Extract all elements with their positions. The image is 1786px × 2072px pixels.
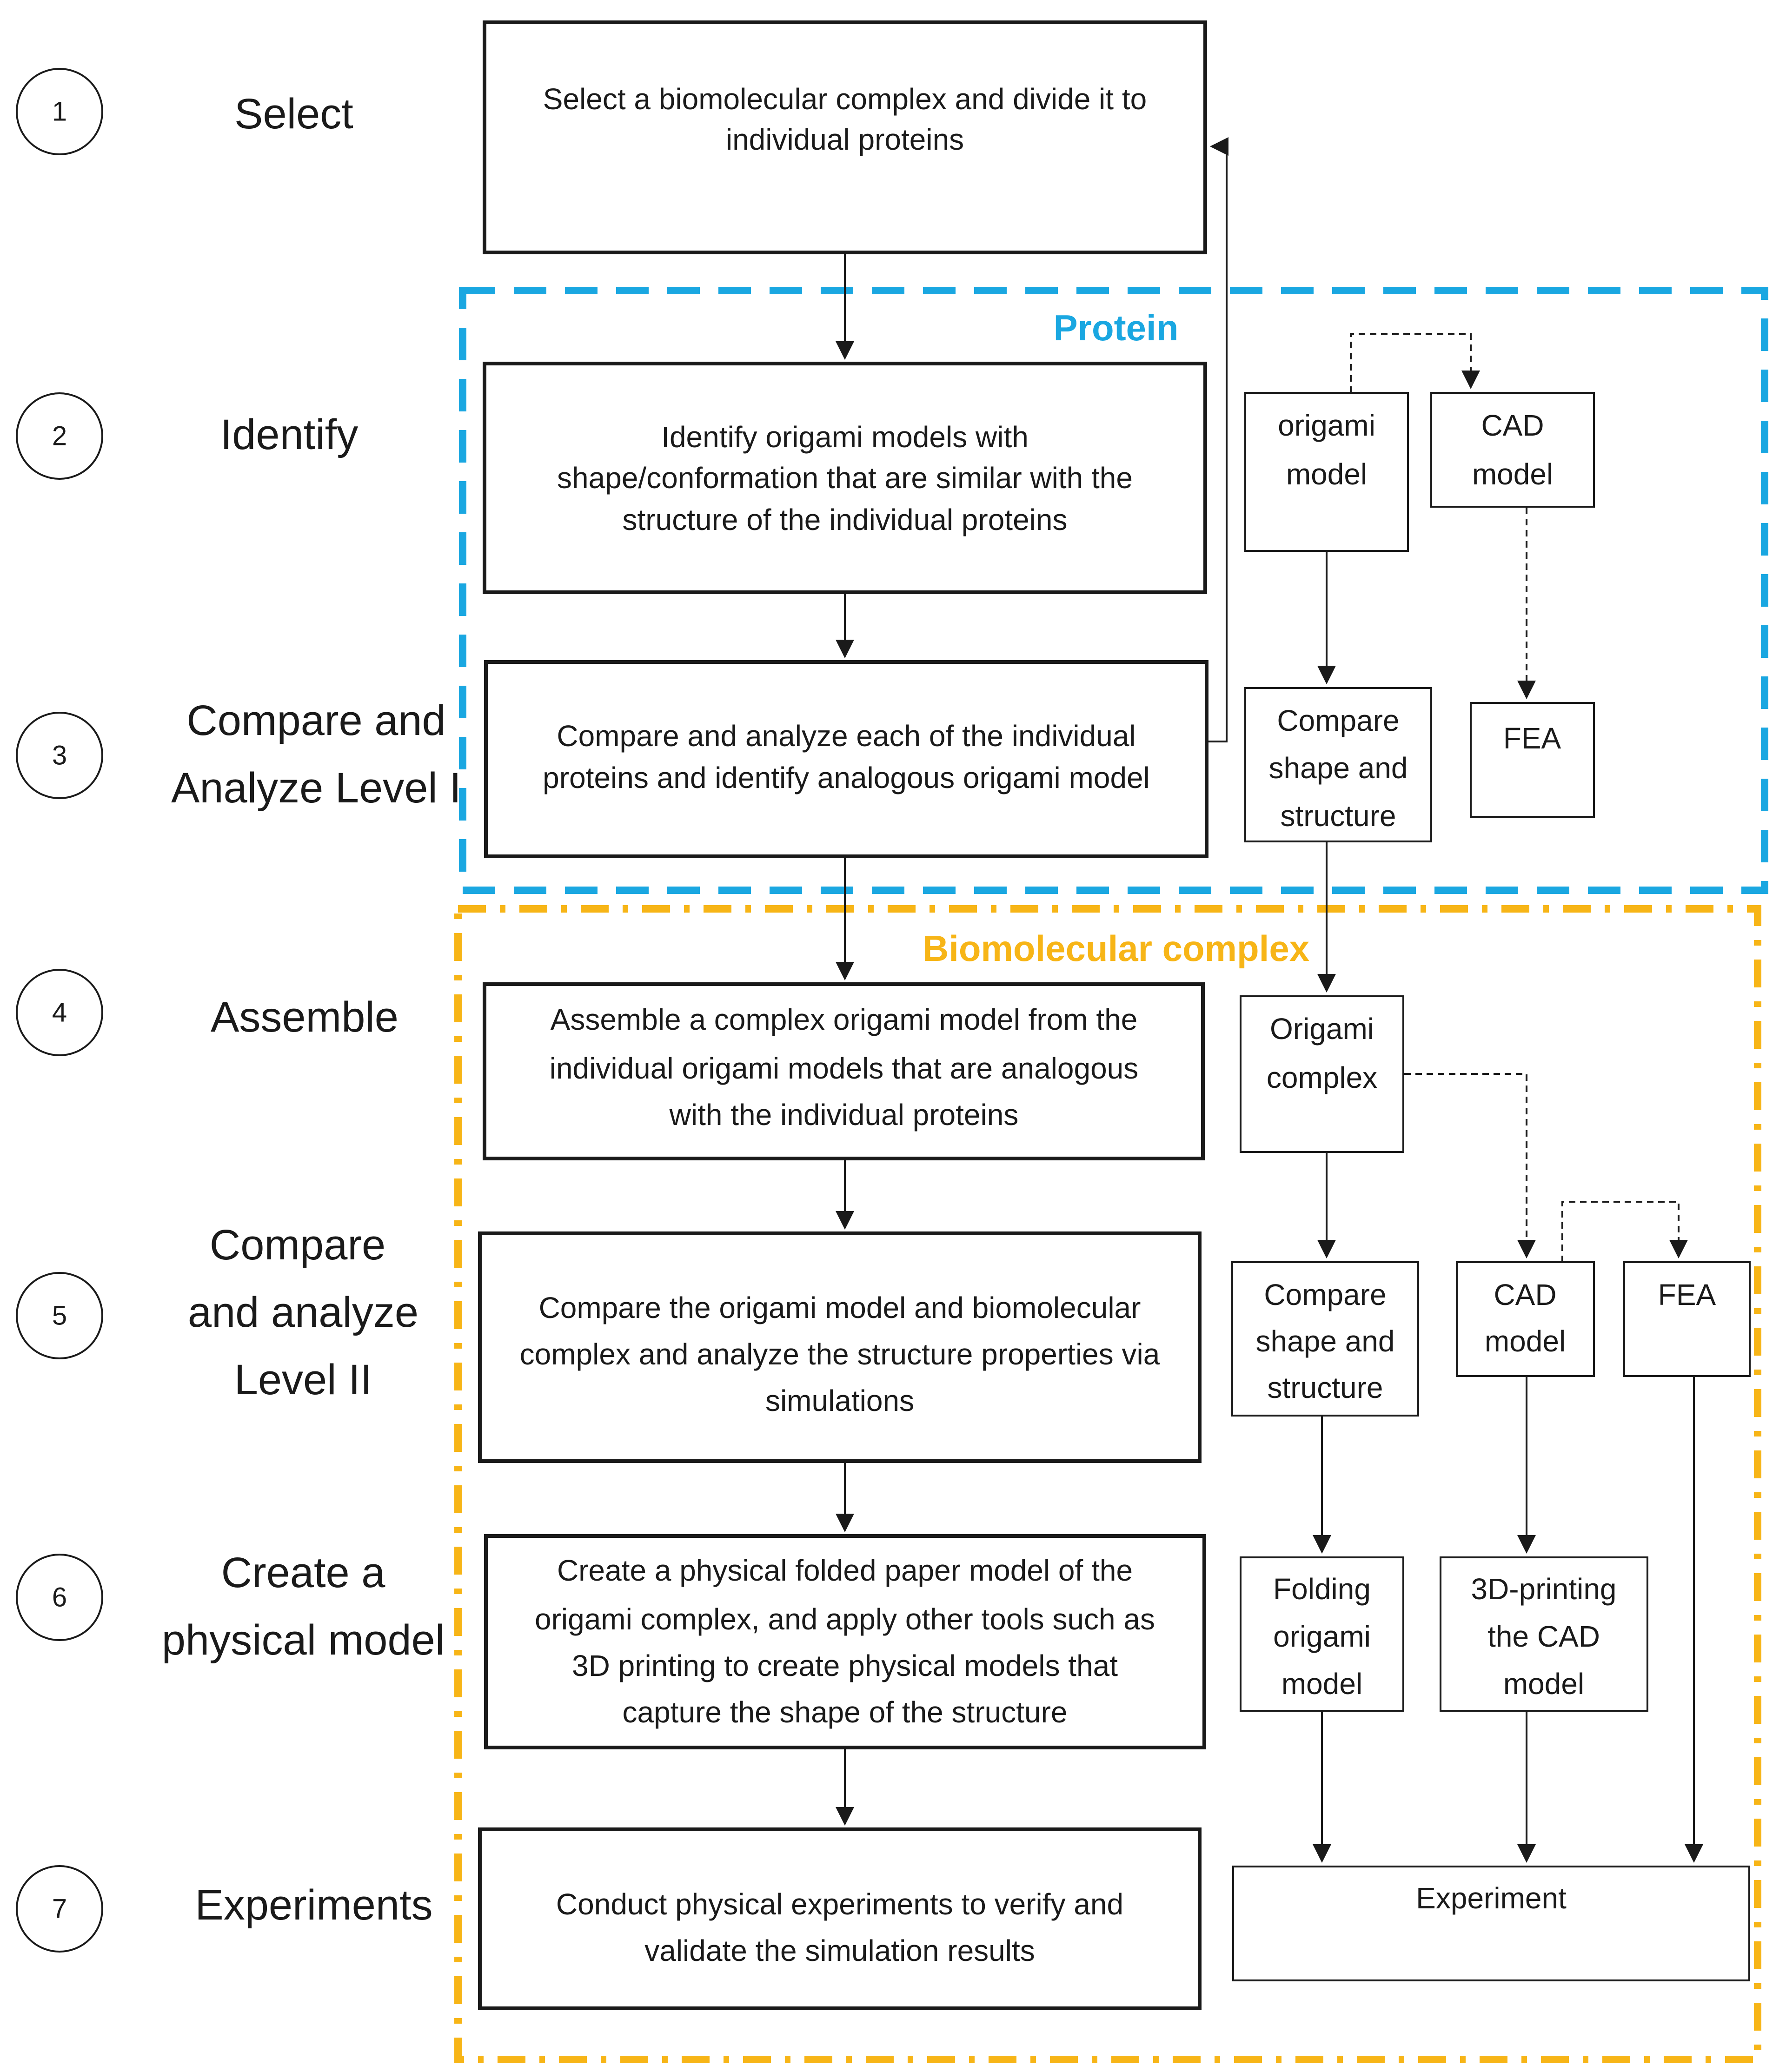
main-box-physical-model: Create a physical folded paper model of … [484,1534,1206,1749]
svg-text:model: model [1472,457,1553,491]
svg-text:model: model [1286,457,1367,491]
svg-text:CAD: CAD [1481,409,1544,442]
step-7-badge: 7 [16,1865,103,1953]
compare-shape-box-1: Compare shape and structure [1244,687,1432,842]
svg-text:2: 2 [52,421,67,451]
main-box-experiments: Conduct physical experiments to verify a… [478,1827,1202,2010]
svg-text:validate the simulation result: validate the simulation results [644,1934,1035,1967]
svg-text:Experiment: Experiment [1416,1881,1567,1915]
svg-text:the CAD: the CAD [1487,1620,1600,1653]
svg-text:shape/conformation that are si: shape/conformation that are similar with… [557,461,1133,495]
step-5-badge: 5 [16,1272,103,1359]
svg-text:FEA: FEA [1503,722,1561,755]
step-6-label-line-1: Create a [221,1549,386,1596]
main-box-assemble: Assemble a complex origami model from th… [483,982,1205,1160]
main-box-select: Select a biomolecular complex and divide… [483,20,1207,254]
svg-text:proteins and identify analogou: proteins and identify analogous origami … [543,761,1150,794]
svg-text:model: model [1485,1324,1566,1358]
svg-text:individual origami models that: individual origami models that are analo… [550,1052,1139,1085]
svg-text:origami: origami [1278,409,1375,442]
fea-box-2: FEA [1623,1261,1751,1377]
svg-text:shape and: shape and [1269,751,1408,785]
svg-text:Create a physical folded paper: Create a physical folded paper model of … [557,1554,1133,1587]
step-1-label: Select [234,90,353,138]
svg-text:6: 6 [52,1582,67,1613]
folding-origami-box: Folding origami model [1240,1556,1404,1712]
svg-text:Compare the origami model and: Compare the origami model and biomolecul… [539,1291,1141,1324]
step-6-label-line-2: physical model [162,1616,445,1664]
origami-complex-box: Origami complex [1240,995,1404,1153]
svg-text:model: model [1503,1667,1584,1701]
svg-text:simulations: simulations [765,1384,914,1417]
step-6-badge: 6 [16,1554,103,1641]
printing-cad-box: 3D-printing the CAD model [1440,1556,1648,1712]
step-3-label-line-2: Analyze Level I [171,764,461,812]
step-2-label: Identify [220,411,359,458]
main-box-compare-level-1: Compare and analyze each of the individu… [484,660,1208,858]
dashed-origami-to-cad [1350,333,1480,393]
step-5-label-line-1: Compare [210,1221,385,1269]
svg-text:Compare: Compare [1277,704,1399,737]
main-box-compare-level-2: Compare the origami model and biomolecul… [478,1231,1202,1463]
svg-text:CAD: CAD [1494,1278,1556,1311]
svg-text:3D-printing: 3D-printing [1471,1572,1616,1606]
svg-text:structure: structure [1268,1371,1383,1404]
experiment-box: Experiment [1232,1866,1750,1981]
svg-text:model: model [1281,1667,1362,1701]
svg-text:7: 7 [52,1894,67,1924]
step-1-badge: 1 [16,68,103,155]
svg-text:Conduct physical experiments t: Conduct physical experiments to verify a… [556,1887,1123,1921]
origami-model-box: origami model [1244,392,1409,552]
svg-text:Folding: Folding [1273,1572,1371,1606]
svg-text:structure: structure [1281,799,1396,833]
svg-text:Compare: Compare [1264,1278,1386,1311]
svg-text:1: 1 [52,97,67,127]
complex-region-title: Biomolecular complex [923,928,1309,969]
svg-text:Assemble a complex origami mod: Assemble a complex origami model from th… [551,1003,1138,1036]
dashed-origami-complex-to-cad [1404,1073,1536,1258]
compare-shape-box-2: Compare shape and structure [1231,1261,1419,1417]
dashed-cad-to-fea-2 [1561,1201,1688,1262]
svg-text:with the individual proteins: with the individual proteins [669,1098,1019,1132]
svg-text:shape and: shape and [1256,1324,1395,1358]
svg-text:3: 3 [52,741,67,771]
svg-text:5: 5 [52,1301,67,1331]
step-4-label: Assemble [211,993,398,1041]
svg-text:origami: origami [1273,1620,1371,1653]
svg-text:origami complex, and apply oth: origami complex, and apply other tools s… [535,1602,1155,1636]
main-box-identify: Identify origami models with shape/confo… [483,362,1207,594]
svg-text:structure of the individual pr: structure of the individual proteins [623,503,1068,536]
step-3-badge: 3 [16,712,103,799]
svg-text:Origami: Origami [1270,1012,1374,1046]
cad-model-box-2: CAD model [1456,1261,1595,1377]
protein-region-border [459,287,1768,894]
step-5-label-line-2: and analyze [188,1289,418,1336]
step-2-badge: 2 [16,392,103,480]
svg-text:3D printing to create physical: 3D printing to create physical models th… [572,1649,1118,1682]
svg-text:capture the shape of the struc: capture the shape of the structure [622,1695,1067,1729]
step-7-label: Experiments [195,1881,432,1929]
svg-text:4: 4 [52,998,67,1028]
svg-text:Select a biomolecular complex: Select a biomolecular complex and divide… [543,82,1147,116]
svg-text:Compare and analyze each of th: Compare and analyze each of the individu… [557,719,1135,753]
svg-text:FEA: FEA [1658,1278,1716,1311]
fea-box-1: FEA [1470,702,1595,818]
svg-text:individual proteins: individual proteins [726,123,964,156]
step-3-label-line-1: Compare and [186,697,445,744]
svg-text:Identify origami models with: Identify origami models with [661,420,1029,454]
step-4-badge: 4 [16,969,103,1056]
svg-text:complex and analyze the struct: complex and analyze the structure proper… [520,1337,1160,1371]
step-5-label-line-3: Level II [234,1356,372,1403]
arrow-feedback-loop [1208,137,1228,742]
svg-text:complex: complex [1267,1061,1377,1094]
protein-region-title: Protein [1054,307,1179,348]
cad-model-box-1: CAD model [1430,392,1595,508]
